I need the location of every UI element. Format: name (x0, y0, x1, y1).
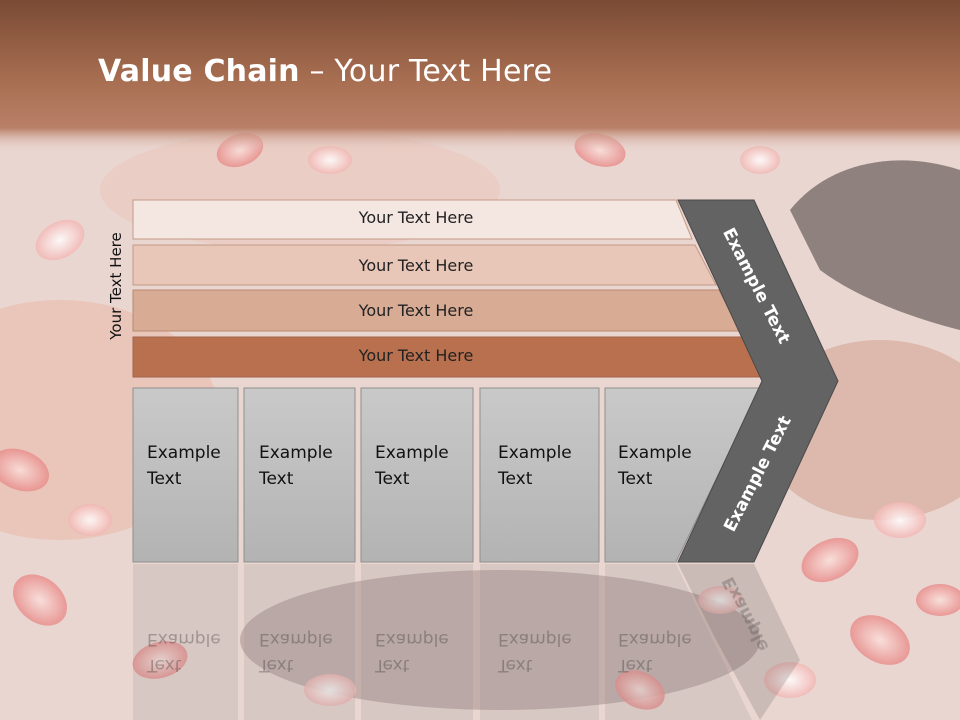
column-3-line2: Text (375, 469, 410, 489)
reflect-col-5-line2: Text (618, 655, 653, 675)
column-4 (479, 387, 600, 563)
reflect-col-3-line1: Example (375, 629, 449, 649)
reflect-col-1: Text Example (147, 626, 237, 678)
column-1-label: Example Text (147, 440, 237, 492)
page-title: Value Chain – Your Text Here (98, 54, 552, 89)
band-3-label: Your Text Here (358, 301, 474, 320)
reflect-col-3-line2: Text (375, 655, 410, 675)
column-1 (132, 387, 239, 563)
column-1-line2: Text (147, 469, 182, 489)
reflect-col-4: Text Example (498, 626, 588, 678)
reflect-col-2-line1: Example (259, 629, 333, 649)
reflect-col-5-line1: Example (618, 629, 692, 649)
column-5-line1: Example (618, 443, 692, 463)
reflect-chevron-text: Example (718, 573, 774, 655)
column-2-label: Example Text (259, 440, 349, 492)
reflect-col-5: Text Example (618, 626, 708, 678)
column-5-label: Example Text (618, 440, 708, 492)
column-5-line2: Text (618, 469, 653, 489)
band-4-label: Your Text Here (358, 346, 474, 365)
chevron-arrow (677, 199, 839, 563)
column-3-line1: Example (375, 443, 449, 463)
reflection: Text Example Text Example Text Example T… (0, 562, 960, 720)
column-5 (604, 387, 761, 563)
reflect-col-4-line2: Text (498, 655, 533, 675)
band-2 (132, 244, 717, 286)
band-1-label: Your Text Here (358, 208, 474, 227)
column-2-line1: Example (259, 443, 333, 463)
column-4-label: Example Text (498, 440, 588, 492)
column-4-line2: Text (498, 469, 533, 489)
title-bold: Value Chain (98, 54, 300, 89)
reflect-col-4-line1: Example (498, 629, 572, 649)
reflect-col-2-line2: Text (259, 655, 294, 675)
band-2-label: Your Text Here (358, 256, 474, 275)
reflect-col-1-line2: Text (147, 655, 182, 675)
column-1-line1: Example (147, 443, 221, 463)
reflect-col-3: Text Example (375, 626, 465, 678)
title-rest: – Your Text Here (299, 54, 553, 89)
column-3 (360, 387, 474, 563)
reflect-col-1-line1: Example (147, 629, 221, 649)
column-3-label: Example Text (375, 440, 465, 492)
band-1 (132, 199, 693, 240)
column-2-line2: Text (259, 469, 294, 489)
reflect-col-2: Text Example (259, 626, 349, 678)
column-2 (243, 387, 356, 563)
reflection-shapes (133, 564, 800, 720)
column-4-line1: Example (498, 443, 572, 463)
